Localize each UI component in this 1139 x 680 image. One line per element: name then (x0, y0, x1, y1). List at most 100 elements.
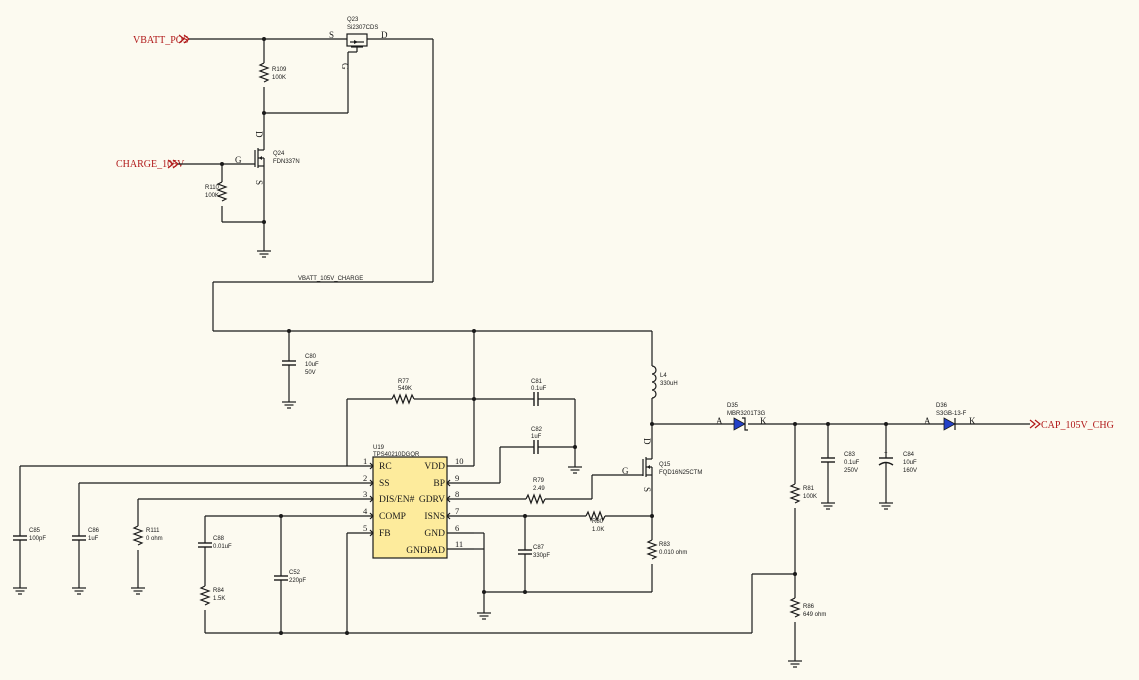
svg-text:9: 9 (455, 473, 459, 483)
r79-resistor[interactable] (525, 493, 546, 505)
svg-text:RC: RC (379, 462, 392, 472)
r109-ref: R109 (272, 67, 287, 73)
cap-105v-chg-port[interactable]: CAP_105V_CHG (1029, 419, 1114, 431)
svg-text:Q23: Q23 (347, 17, 359, 23)
net-label-vbatt-105v-charge: VBATT_105V_CHARGE (298, 276, 363, 282)
svg-text:TPS40210DGQR: TPS40210DGQR (373, 452, 420, 458)
ground-symbol (567, 461, 583, 474)
r80-ref: R80 (592, 519, 604, 525)
u19-right-pins: 10 9 8 7 6 11 VDD BP GDRV ISNS GND GNDPA… (406, 456, 474, 556)
u19-left-pins: 1 2 3 4 5 RC SS DIS/EN# COMP FB (347, 456, 415, 539)
c84-value: 10uF (903, 460, 917, 466)
svg-text:G: G (235, 155, 242, 165)
c83-capacitor[interactable] (821, 457, 835, 463)
c81-ref: C81 (531, 379, 543, 385)
r109-resistor[interactable] (258, 62, 270, 83)
l4-inductor[interactable] (651, 365, 657, 399)
c81-capacitor[interactable] (533, 392, 539, 406)
svg-text:GDRV: GDRV (419, 495, 445, 505)
svg-text:S3GB-13-F: S3GB-13-F (936, 411, 967, 417)
svg-text:7: 7 (455, 506, 459, 516)
c86-capacitor[interactable] (72, 535, 86, 541)
c86-ref: C86 (88, 528, 100, 534)
q24-nmos[interactable]: Q24 FDN337N D G S (235, 131, 300, 185)
q23-pmos[interactable]: Q23 Si2307CDS S D G (329, 17, 388, 70)
charge-105v-port[interactable]: CHARGE_105V (116, 159, 185, 170)
r80-resistor[interactable] (585, 510, 606, 522)
svg-text:8: 8 (455, 489, 459, 499)
junction (262, 220, 266, 224)
r77-ref: R77 (398, 379, 410, 385)
c80-ref: C80 (305, 354, 317, 360)
junction (573, 445, 577, 449)
r81-value: 100K (803, 494, 817, 500)
l4-value: 330uH (660, 381, 678, 387)
r111-ref: R111 (146, 528, 160, 534)
c85-ref: C85 (29, 528, 41, 534)
r111-value: 0 ohm (146, 536, 163, 542)
svg-text:MBR3201T3G: MBR3201T3G (727, 411, 766, 417)
r84-ref: R84 (213, 588, 225, 594)
r77-resistor[interactable] (391, 393, 415, 405)
svg-text:COMP: COMP (379, 512, 406, 522)
svg-text:SS: SS (379, 479, 390, 489)
svg-text:10: 10 (455, 456, 464, 466)
r111-resistor[interactable] (132, 525, 144, 546)
c83-rating: 250V (844, 468, 858, 474)
c85-value: 100pF (29, 536, 46, 542)
svg-text:FB: FB (379, 529, 391, 539)
r109-value: 100K (272, 75, 286, 81)
q15-nmos[interactable]: Q15 FQD16N25CTM D G S (622, 438, 702, 492)
junction (523, 590, 527, 594)
c86-value: 1uF (88, 536, 99, 542)
svg-text:VBATT_POS: VBATT_POS (133, 35, 189, 46)
junction (345, 631, 349, 635)
svg-text:Q15: Q15 (659, 462, 671, 468)
c88-capacitor[interactable] (198, 542, 212, 548)
svg-text:GNDPAD: GNDPAD (406, 546, 445, 556)
svg-text:A: A (924, 416, 931, 426)
r83-resistor[interactable] (646, 539, 658, 560)
c52-ref: C52 (289, 570, 301, 576)
svg-text:D: D (381, 30, 388, 40)
u19-controller-ic[interactable]: U19 TPS40210DGQR (372, 445, 448, 559)
c84-rating: 160V (903, 468, 917, 474)
c87-value: 330pF (533, 553, 550, 559)
c82-value: 1uF (531, 434, 542, 440)
d36-diode[interactable]: A K D36 S3GB-13-F (924, 403, 976, 431)
svg-text:2: 2 (363, 473, 367, 483)
r110-value: 100K (205, 193, 219, 199)
svg-text:4: 4 (363, 506, 368, 516)
c87-ref: C87 (533, 545, 545, 551)
r86-ref: R86 (803, 604, 815, 610)
c80-capacitor[interactable] (282, 360, 296, 366)
d35-diode[interactable]: A K D35 MBR3201T3G (716, 403, 767, 431)
svg-text:D: D (254, 131, 264, 138)
svg-text:S: S (329, 30, 334, 40)
svg-text:A: A (716, 416, 723, 426)
c82-capacitor[interactable] (533, 440, 539, 454)
r77-value: 549K (398, 386, 412, 392)
r110-resistor[interactable] (216, 181, 228, 202)
svg-text:11: 11 (455, 539, 463, 549)
c87-capacitor[interactable] (518, 549, 532, 555)
svg-text:3: 3 (363, 489, 367, 499)
r80-value: 1.0K (592, 527, 604, 533)
r86-resistor[interactable] (789, 597, 801, 618)
svg-text:1: 1 (363, 456, 367, 466)
svg-text:K: K (969, 416, 976, 426)
r79-value: 2.49 (533, 486, 545, 492)
c52-capacitor[interactable] (274, 575, 288, 581)
vbatt-pos-port[interactable]: VBATT_POS (133, 34, 190, 46)
r83-ref: R83 (659, 542, 671, 548)
r84-resistor[interactable] (199, 585, 211, 606)
c83-ref: C83 (844, 452, 856, 458)
r81-resistor[interactable] (789, 483, 801, 504)
c85-capacitor[interactable] (13, 535, 27, 541)
r79-ref: R79 (533, 478, 545, 484)
svg-text:G: G (340, 63, 350, 70)
svg-text:DIS/EN#: DIS/EN# (379, 495, 415, 505)
ground-symbol (878, 497, 894, 510)
svg-text:VDD: VDD (424, 462, 445, 472)
